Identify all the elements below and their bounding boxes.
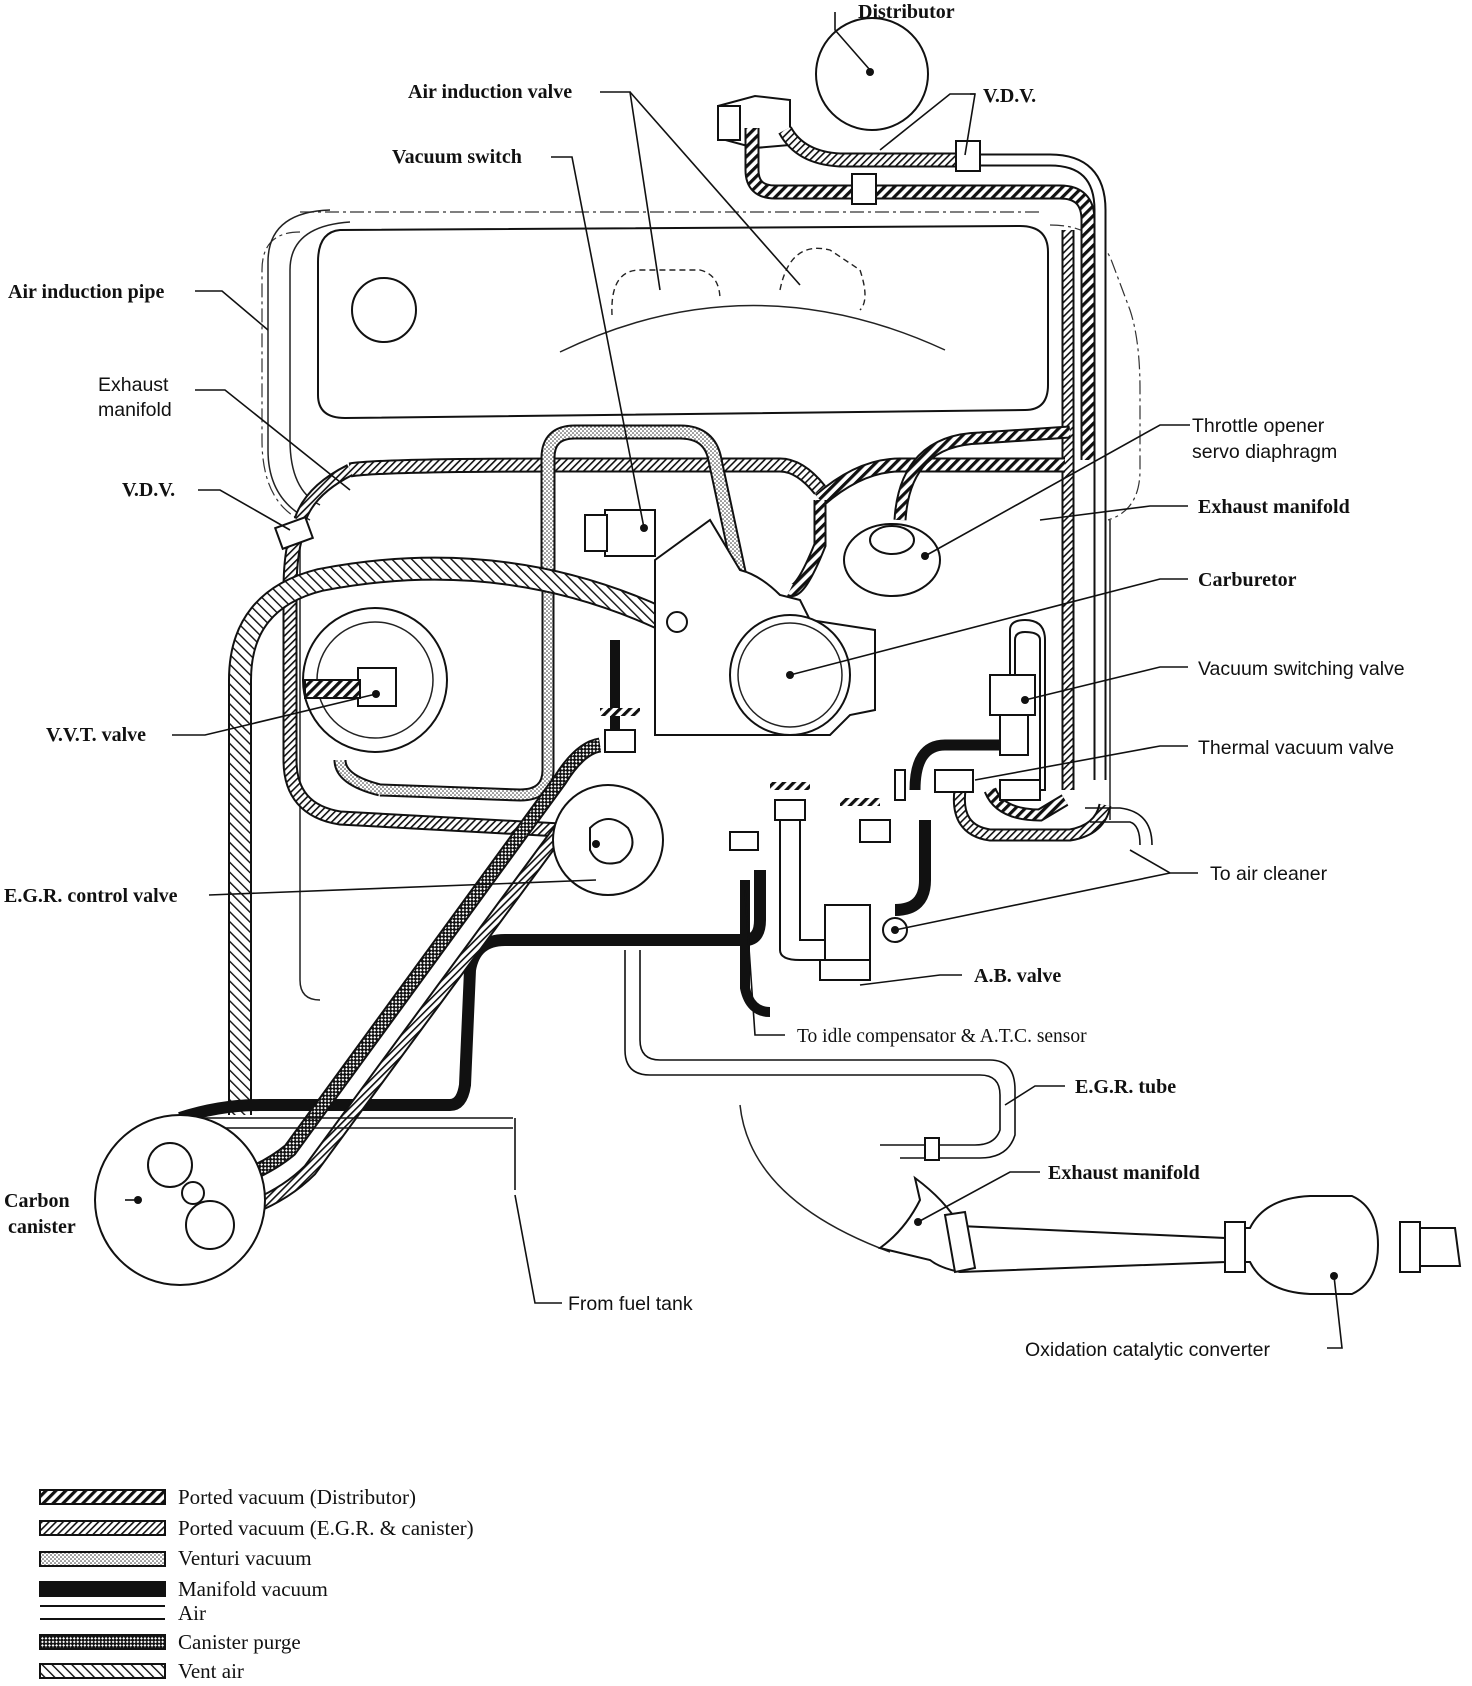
leader-lines	[125, 12, 1343, 1349]
label-ab-valve: A.B. valve	[974, 965, 1061, 987]
engine-outline	[261, 209, 1141, 1001]
labels: Distributor V.D.V. Air induction valve V…	[4, 1, 1405, 1361]
label-distributor: Distributor	[858, 1, 955, 23]
legend-label: Manifold vacuum	[178, 1577, 328, 1601]
carburetor	[654, 518, 876, 736]
label-to-air-cleaner: To air cleaner	[1210, 863, 1328, 885]
legend-label: Venturi vacuum	[178, 1546, 312, 1570]
label-egr-tube: E.G.R. tube	[1075, 1076, 1176, 1098]
legend-label: Vent air	[178, 1659, 244, 1683]
legend-item: Manifold vacuum	[39, 1577, 328, 1601]
exhaust-system	[739, 1104, 1462, 1295]
label-carbon-canister-2: canister	[8, 1216, 76, 1238]
legend-label: Ported vacuum (E.G.R. & canister)	[178, 1516, 474, 1540]
label-vacuum-switching-valve: Vacuum switching valve	[1198, 658, 1405, 680]
thermal-vacuum-valve	[894, 769, 1041, 801]
label-thermal-vacuum-valve: Thermal vacuum valve	[1198, 737, 1394, 759]
label-air-induction-valve: Air induction valve	[408, 81, 572, 103]
legend-item: Canister purge	[39, 1630, 301, 1654]
label-vdv-top: V.D.V.	[983, 85, 1036, 107]
throttle-opener-servo	[843, 523, 941, 597]
vvt-valve	[302, 607, 448, 753]
legend: Ported vacuum (Distributor) Ported vacuu…	[39, 1485, 474, 1683]
carbon-canister	[94, 1114, 266, 1286]
label-vdv-left: V.D.V.	[122, 479, 175, 501]
label-carburetor: Carburetor	[1198, 569, 1297, 591]
legend-item: Vent air	[39, 1659, 244, 1683]
oil-filler-cap	[351, 277, 417, 343]
label-oxidation-catalytic-converter: Oxidation catalytic converter	[1025, 1339, 1270, 1361]
legend-label: Canister purge	[178, 1630, 301, 1654]
label-exhaust-manifold-left-2: manifold	[98, 399, 172, 421]
vacuum-switch	[584, 509, 656, 557]
legend-item: Ported vacuum (E.G.R. & canister)	[39, 1516, 474, 1540]
legend-item: Venturi vacuum	[39, 1546, 312, 1570]
label-vacuum-switch: Vacuum switch	[392, 146, 522, 168]
egr-control-valve	[552, 729, 664, 896]
legend-label: Air	[178, 1601, 206, 1625]
label-exhaust-manifold-right: Exhaust manifold	[1198, 496, 1350, 518]
legend-label: Ported vacuum (Distributor)	[178, 1485, 416, 1509]
label-vvt-valve: V.V.T. valve	[46, 724, 146, 746]
label-throttle-opener-2: servo diaphragm	[1192, 441, 1337, 463]
vdv-top	[851, 140, 981, 205]
label-air-induction-pipe: Air induction pipe	[8, 281, 164, 303]
vacuum-switching-valve	[989, 618, 1046, 791]
label-carbon-canister-1: Carbon	[4, 1190, 70, 1212]
vdv-left	[273, 515, 315, 551]
ab-valve	[600, 708, 908, 981]
label-throttle-opener-1: Throttle opener	[1192, 415, 1325, 437]
legend-item: Air	[40, 1601, 206, 1625]
label-from-fuel-tank: From fuel tank	[568, 1293, 693, 1315]
label-egr-control-valve: E.G.R. control valve	[4, 885, 178, 907]
label-exhaust-manifold-bottom: Exhaust manifold	[1048, 1162, 1200, 1184]
distributor	[717, 17, 929, 150]
label-to-idle-compensator: To idle compensator & A.T.C. sensor	[797, 1026, 1087, 1047]
air-lines	[160, 807, 1153, 1190]
hose-network	[178, 126, 1112, 1223]
label-exhaust-manifold-left-1: Exhaust	[98, 374, 169, 396]
legend-item: Ported vacuum (Distributor)	[39, 1485, 416, 1509]
